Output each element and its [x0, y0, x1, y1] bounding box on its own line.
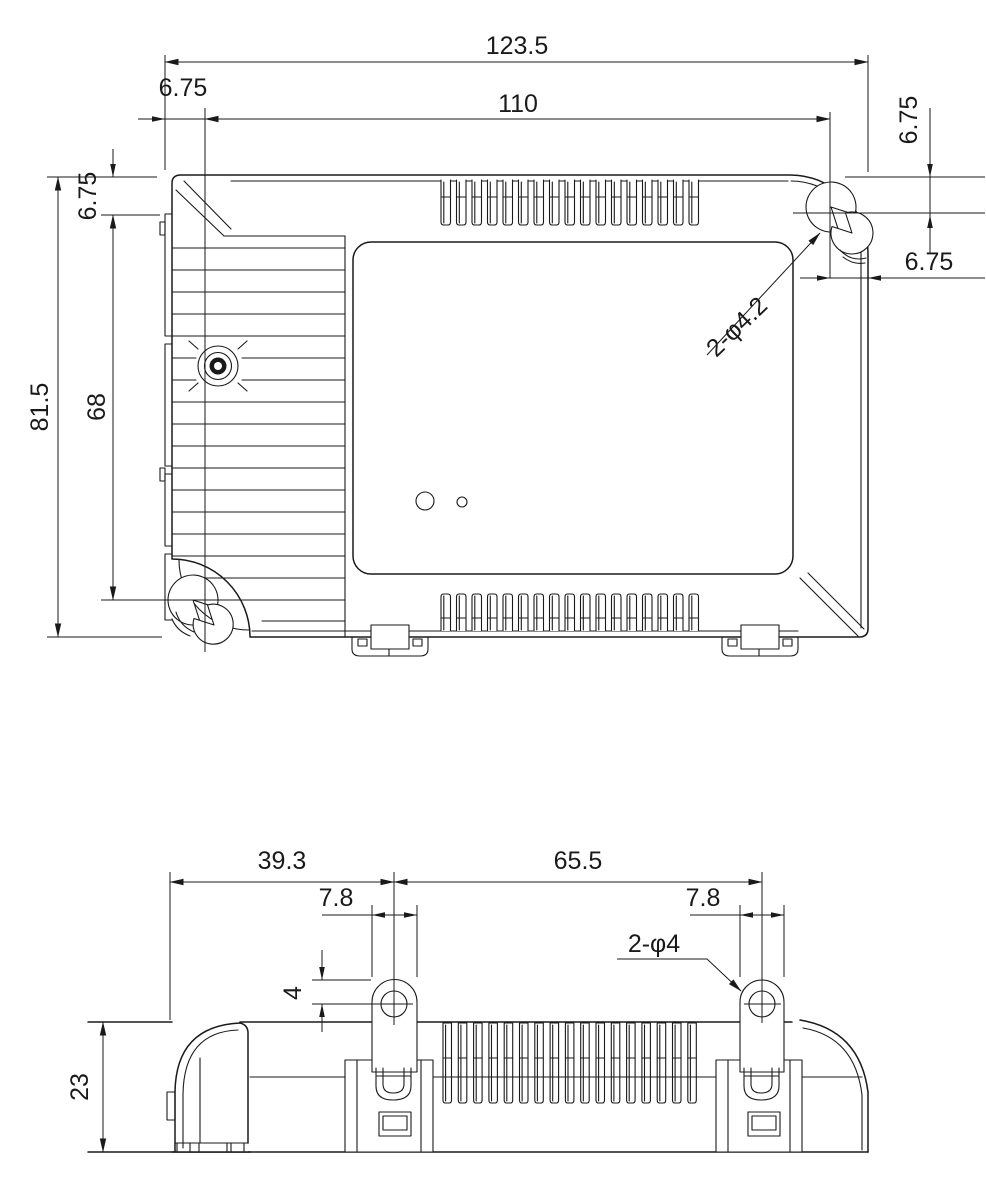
side-clip-left: [344, 1059, 434, 1153]
dim-lug-pitch: 65.5: [554, 847, 603, 875]
dim-overall-height: 81.5: [26, 383, 54, 432]
mounting-lug-left: [312, 978, 418, 1073]
top-view-left-strip: [159, 213, 173, 621]
top-vent-slots: [440, 179, 700, 226]
dim-hole-pitch-y: 68: [83, 393, 111, 421]
dim-offset-top-left: 6.75: [159, 74, 208, 102]
dim-body-height: 23: [66, 1073, 94, 1101]
led-indicator-holes: [415, 491, 468, 511]
top-view-body-outline: [171, 174, 869, 638]
dim-lug-width-left: 7.8: [319, 884, 354, 912]
dim-lug-hole-from-top: 4: [279, 986, 307, 1000]
mount-slot-top-right: [805, 181, 874, 264]
side-view: [87, 978, 869, 1153]
dim-overall-width: 123.5: [486, 32, 549, 60]
dim-left-to-lug: 39.3: [258, 847, 307, 875]
left-fin-lines: [171, 247, 346, 622]
side-clip-left-latch: [375, 1067, 412, 1137]
side-view-dimensions: 39.3 65.5 7.8 7.8 2-φ4 4 23: [66, 847, 785, 1153]
side-right-end: [799, 1019, 869, 1153]
dim-hole-pitch-x: 110: [498, 90, 538, 118]
callout-lug-holes: 2-φ4: [628, 930, 680, 958]
dim-offset-right-top: 6.75: [895, 96, 923, 145]
top-view-dimensions: 123.5 110 6.75 81.5 6.75 68 6.75 6.75 2-…: [26, 32, 985, 652]
bottom-clip-right: [721, 624, 799, 657]
dim-offset-left-side: 6.75: [74, 172, 102, 221]
side-fins: [442, 1022, 697, 1104]
bottom-clip-left: [351, 624, 429, 657]
dim-lug-width-right: 7.8: [686, 884, 721, 912]
top-view: [159, 174, 874, 657]
callout-mount-holes: 2-φ4.2: [701, 292, 773, 363]
side-clip-right-latch: [743, 1067, 781, 1137]
screw-head: [188, 340, 248, 392]
top-left-chamfer: [175, 180, 346, 237]
bottom-right-chamfer: [799, 572, 865, 637]
lid-panel: [352, 241, 794, 575]
dim-offset-right-side: 6.75: [905, 248, 954, 276]
bottom-vent-slots: [440, 593, 700, 632]
mount-slot-bottom-left: [167, 574, 234, 645]
side-left-endcap: [166, 1022, 251, 1153]
side-clip-right: [715, 1059, 803, 1153]
